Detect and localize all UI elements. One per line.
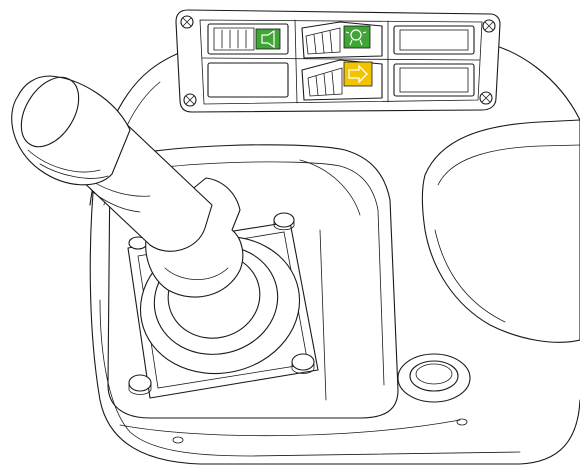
mounting-bolt [273,212,295,231]
green-indicator [343,25,371,49]
screw-hole [172,436,184,444]
arrow-right-icon [348,64,368,84]
green-indicator [255,28,281,50]
mounting-bolt [128,374,152,395]
mounting-bolt [291,353,315,374]
blank-switch-slot [393,63,475,97]
screw-hole [456,418,468,426]
rocker-switch-arrow[interactable] [301,59,383,101]
joystick-handle[interactable] [10,67,244,298]
rocker-switch-light[interactable] [301,21,383,59]
light-icon [345,29,367,46]
panel-screw [479,91,493,105]
blank-switch-slot [207,62,289,98]
hand-rest [421,119,580,343]
blank-switch-slot [393,25,475,55]
rocker-switch-horn[interactable] [207,23,289,55]
oval-push-button[interactable] [397,353,471,403]
panel-screw [183,93,197,107]
horn-icon [261,29,275,49]
panel-screw [482,19,496,33]
panel-screw [180,15,194,29]
